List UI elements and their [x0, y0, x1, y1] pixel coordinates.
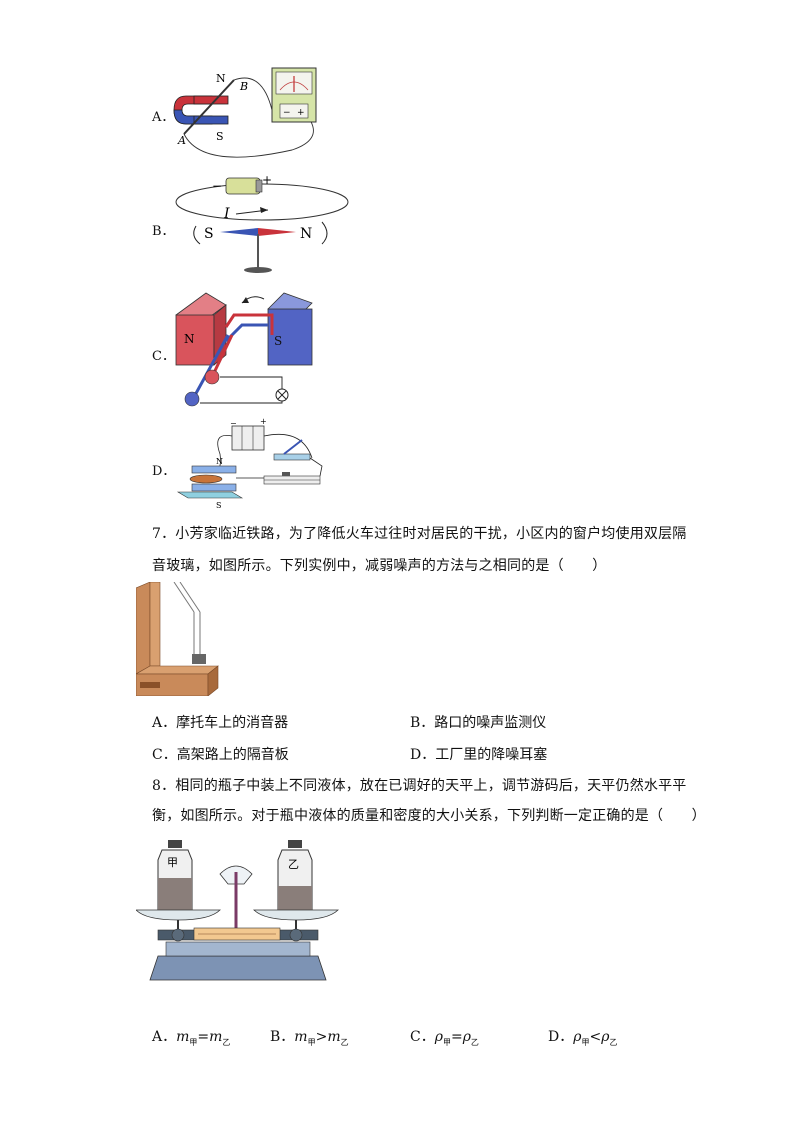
figure-double-glazed-window: [136, 582, 219, 696]
battery-minus-d: −: [230, 419, 237, 428]
battery-plus: +: [262, 173, 272, 187]
q7-choice-a[interactable]: A．摩托车上的消音器: [152, 715, 289, 731]
battery-plus-d: +: [260, 418, 267, 426]
q8-line-2: 衡，如图所示。对于瓶中液体的质量和密度的大小关系，下列判断一定正确的是（ ）: [152, 808, 706, 824]
q7-line-2: 音玻璃，如图所示。下列实例中，减弱噪声的方法与之相同的是（ ）: [152, 558, 607, 574]
option-b-label: B．: [152, 224, 175, 239]
q7-line-1: 7．小芳家临近铁路，为了降低火车过往时对居民的干扰，小区内的窗户均使用双层隔: [152, 526, 687, 542]
needle-n: N: [300, 226, 312, 242]
svg-text:+: +: [297, 108, 305, 118]
magnet-n-d: N: [216, 457, 223, 466]
figure-b-oersted: − + I S N: [175, 173, 349, 273]
figure-a-generator-galvanometer: N S A B − +: [173, 67, 317, 158]
q7-choice-c[interactable]: C．高架路上的隔音板: [152, 747, 289, 763]
label-s: S: [216, 130, 224, 143]
magnet-s-d: S: [216, 501, 221, 510]
option-c-label: C．: [152, 349, 175, 364]
current-i: I: [223, 206, 230, 222]
label-n: N: [216, 72, 226, 85]
magnet-n: N: [184, 332, 195, 346]
q8-choice-c[interactable]: C．ρ甲=ρ乙: [410, 1029, 479, 1047]
bottle-left-label: 甲: [167, 856, 178, 869]
q8-line-1: 8．相同的瓶子中装上不同液体，放在已调好的天平上，调节游码后，天平仍然水平平: [152, 778, 687, 794]
option-d-label: D．: [152, 464, 176, 479]
battery-minus: −: [212, 179, 222, 193]
bottle-right-label: 乙: [288, 858, 299, 871]
q8-choice-a[interactable]: A．m甲=m乙: [152, 1029, 231, 1047]
q7-choice-b[interactable]: B．路口的噪声监测仪: [410, 715, 547, 731]
label-a: A: [177, 134, 186, 147]
svg-text:−: −: [283, 108, 291, 118]
q7-choice-d[interactable]: D．工厂里的降噪耳塞: [410, 747, 548, 763]
needle-s: S: [204, 226, 214, 242]
figure-c-generator: N S: [175, 292, 313, 407]
magnet-s: S: [274, 334, 282, 348]
q8-choice-d[interactable]: D．ρ甲<ρ乙: [548, 1029, 618, 1047]
label-b: B: [239, 80, 248, 93]
option-a-label: A．: [152, 110, 175, 125]
q8-choice-b[interactable]: B．m甲>m乙: [270, 1029, 349, 1047]
figure-d-motor-circuit: − + N S: [176, 418, 323, 510]
figure-balance-with-bottles: 甲 乙: [136, 840, 339, 981]
